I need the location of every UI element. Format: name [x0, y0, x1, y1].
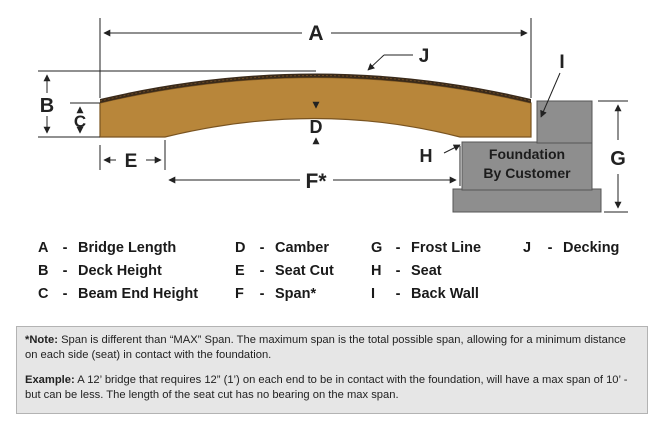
note-text: Span is different than “MAX” Span. The m… — [25, 334, 626, 361]
foundation-footing — [452, 188, 602, 213]
legend-item-a: A-Bridge Length — [38, 240, 177, 256]
decking-texture — [99, 75, 532, 102]
dimension-label-h: H — [420, 146, 433, 166]
dimension-label-f: F* — [306, 170, 328, 193]
legend-item-j: J-Decking — [523, 240, 620, 256]
legend-item-e: E-Seat Cut — [235, 263, 334, 279]
legend-item-d: D-Camber — [235, 240, 329, 256]
legend: A-Bridge Length B-Deck Height C-Beam End… — [0, 240, 658, 310]
example-text: A 12’ bridge that requires 12” (1’) on e… — [25, 374, 628, 401]
legend-item-i: I-Back Wall — [371, 286, 479, 302]
bridge-diagram: Foundation By Customer — [38, 18, 628, 213]
dimension-label-b: B — [40, 95, 54, 117]
foundation-label-line2: By Customer — [483, 165, 571, 181]
dimension-label-g: G — [610, 148, 626, 170]
example-paragraph: Example: A 12’ bridge that requires 12” … — [25, 373, 639, 403]
dimension-label-j: J — [419, 46, 430, 67]
legend-item-h: H-Seat — [371, 263, 442, 279]
dimension-lines — [38, 18, 628, 213]
decking — [100, 73, 531, 103]
back-wall — [536, 100, 593, 144]
foundation: Foundation By Customer — [452, 100, 602, 213]
example-heading: Example: — [25, 374, 75, 386]
legend-item-g: G-Frost Line — [371, 240, 482, 256]
legend-item-c: C-Beam End Height — [38, 286, 199, 302]
dimension-label-i: I — [559, 52, 564, 73]
dimension-label-d: D — [310, 117, 323, 137]
legend-item-f: F-Span* — [235, 286, 317, 302]
dimension-label-a: A — [308, 22, 323, 45]
foundation-block — [461, 141, 593, 191]
span-note-box: *Note: Span is different than “MAX” Span… — [16, 326, 648, 414]
dimension-label-c: C — [74, 112, 86, 131]
note-paragraph: *Note: Span is different than “MAX” Span… — [25, 333, 639, 363]
legend-item-b: B-Deck Height — [38, 263, 162, 279]
dimension-label-e: E — [125, 151, 138, 172]
foundation-label-line1: Foundation — [489, 146, 565, 162]
note-heading: *Note: — [25, 334, 58, 346]
